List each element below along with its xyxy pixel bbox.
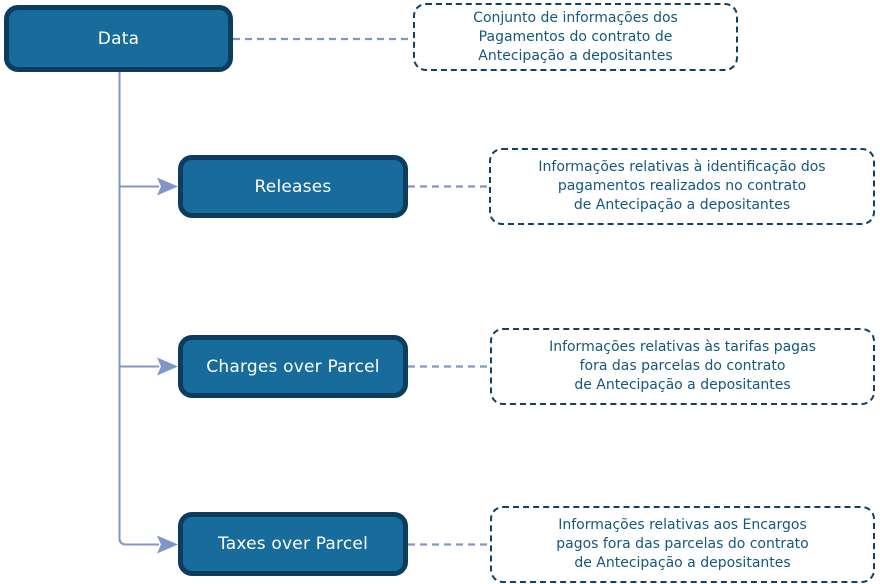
annotation-releases-line: Informações relativas à identificação do…	[538, 159, 826, 175]
node-charges-over-parcel-label: Charges over Parcel	[206, 356, 380, 377]
annotation-data-line: Conjunto de informações dos	[473, 9, 678, 26]
annotation-taxes: Informações relativas aos Encargos pagos…	[490, 506, 875, 583]
annotation-taxes-line: pagos fora das parcelas do contrato	[556, 536, 809, 552]
annotation-releases-line: pagamentos realizados no contrato	[557, 178, 807, 194]
annotation-data-line: Antecipação a depositantes	[478, 47, 673, 64]
node-data-label: Data	[97, 28, 140, 49]
annotation-data: Conjunto de informações dos Pagamentos d…	[413, 3, 738, 71]
node-taxes-over-parcel: Taxes over Parcel	[178, 512, 408, 576]
annotation-taxes-line: de Antecipação a depositantes	[574, 555, 791, 571]
node-releases: Releases	[178, 155, 408, 218]
connector-trunk	[118, 72, 159, 546]
annotation-taxes-line: Informações relativas aos Encargos	[558, 517, 807, 533]
arrowhead-charges-icon	[157, 357, 178, 376]
node-taxes-over-parcel-label: Taxes over Parcel	[217, 534, 368, 554]
node-data: Data	[4, 5, 233, 72]
arrowhead-taxes-icon	[157, 535, 178, 554]
annotation-data-line: Pagamentos do contrato de	[478, 28, 673, 45]
annotation-releases-line: de Antecipação a depositantes	[573, 197, 791, 213]
annotation-charges-line: Informações relativas às tarifas pagas	[549, 339, 816, 355]
annotation-releases: Informações relativas à identificação do…	[489, 148, 875, 225]
node-releases-label: Releases	[254, 176, 332, 197]
node-charges-over-parcel: Charges over Parcel	[178, 335, 408, 398]
arrowhead-releases-icon	[157, 177, 178, 196]
annotation-charges: Informações relativas às tarifas pagas f…	[490, 328, 875, 405]
annotation-charges-line: de Antecipação a depositantes	[574, 377, 791, 393]
annotation-charges-line: fora das parcelas do contrato	[579, 358, 786, 374]
